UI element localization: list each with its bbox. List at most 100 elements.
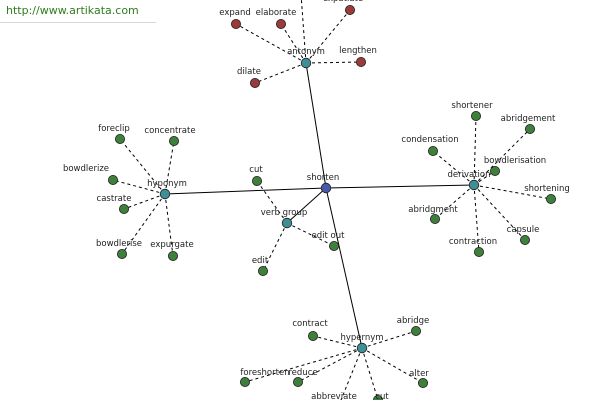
node-derivation-shortening[interactable]	[546, 193, 557, 204]
node-relation-verb-group[interactable]	[281, 217, 293, 229]
edge-hyponym-bowdlerise	[121, 193, 166, 255]
node-antonym-dilate[interactable]	[249, 78, 260, 89]
node-relation-derivation[interactable]	[468, 179, 480, 191]
label-hypernym-foreshorten: foreshorten	[240, 368, 289, 378]
label-antonym-expand: expand	[219, 8, 251, 18]
label-derivation-shortener: shortener	[451, 101, 493, 111]
edge-antonym-dilate	[254, 62, 307, 84]
edge-derivation-abridgement	[473, 128, 531, 186]
label-center: shorten	[307, 173, 339, 183]
label-derivation-condensation: condensation	[401, 135, 458, 145]
node-derivation-abridgment[interactable]	[429, 213, 440, 224]
node-hypernym-reduce[interactable]	[292, 376, 303, 387]
node-antonym-lengthen[interactable]	[355, 57, 366, 68]
label-derivation-abridgement: abridgement	[501, 114, 556, 124]
node-hyponym-foreclip[interactable]	[115, 133, 126, 144]
node-hypernym-foreshorten[interactable]	[239, 376, 250, 387]
node-derivation-contraction[interactable]	[473, 246, 484, 257]
edge-hypernym-contract	[312, 335, 363, 349]
label-hypernym-abridge: abridge	[397, 316, 429, 326]
label-layer: expandelaborateexpatiatelengthendilateam…	[63, 0, 570, 400]
label-antonym-expatiate: expatiate	[323, 0, 363, 4]
edge-hypernym-foreshorten	[244, 347, 363, 383]
node-hypernym-alter[interactable]	[417, 377, 428, 388]
edge-hypernym-reduce	[297, 347, 363, 383]
node-derivation-abridgement[interactable]	[525, 124, 536, 135]
label-antonym-elaborate: elaborate	[256, 8, 297, 18]
node-antonym-expand[interactable]	[230, 18, 241, 29]
label-relation-hyponym: hyponym	[147, 179, 187, 189]
edge-hyponym-expurgate	[164, 193, 174, 257]
edge-antonym-expand	[235, 23, 307, 64]
label-hypernym-alter: alter	[409, 369, 429, 379]
label-hypernym-reduce: reduce	[288, 368, 317, 378]
node-verb-group-cut[interactable]	[251, 175, 262, 186]
label-hyponym-expurgate: expurgate	[150, 240, 193, 250]
edge-hyponym	[164, 187, 327, 195]
label-relation-derivation: derivation	[447, 170, 490, 180]
label-hyponym-bowdlerize: bowdlerize	[63, 164, 109, 174]
label-verb-group-cut: cut	[249, 165, 263, 175]
edge-antonym-elaborate	[280, 23, 307, 64]
node-hyponym-concentrate[interactable]	[168, 135, 179, 146]
label-hyponym-foreclip: foreclip	[98, 124, 130, 134]
edge-verb-group	[286, 187, 327, 224]
node-derivation-condensation[interactable]	[427, 145, 438, 156]
node-verb-group-edit[interactable]	[257, 265, 268, 276]
label-derivation-contraction: contraction	[449, 237, 497, 247]
node-relation-hypernym[interactable]	[356, 342, 368, 354]
edge-hyponym-concentrate	[164, 140, 175, 195]
edge-derivation-contraction	[473, 184, 480, 253]
label-verb-group-edit: edit	[252, 256, 269, 266]
node-relation-hyponym[interactable]	[159, 188, 171, 200]
node-verb-group-edit-out[interactable]	[328, 240, 339, 251]
edge-verb-group-cut	[256, 180, 288, 224]
node-hyponym-castrate[interactable]	[119, 203, 130, 214]
edge-verb-group-edit	[262, 222, 288, 272]
node-derivation-bowdlerisation[interactable]	[489, 165, 500, 176]
node-relation-antonym[interactable]	[300, 57, 312, 69]
node-center[interactable]	[320, 182, 332, 194]
label-hypernym-cut: cut	[375, 392, 389, 400]
node-derivation-shortener[interactable]	[470, 111, 481, 122]
label-antonym-lengthen: lengthen	[339, 46, 377, 56]
label-derivation-shortening: shortening	[524, 184, 570, 194]
node-derivation-capsule[interactable]	[520, 234, 531, 245]
label-derivation-bowdlerisation: bowdlerisation	[484, 156, 546, 166]
edge-hyponym-bowdlerize	[112, 179, 166, 195]
node-antonym-expatiate[interactable]	[344, 5, 355, 15]
edge-derivation-condensation	[432, 150, 475, 186]
node-hypernym-contract[interactable]	[307, 330, 318, 341]
label-hypernym-abbreviate: abbreviate	[311, 392, 357, 400]
label-relation-antonym: antonym	[287, 47, 325, 57]
label-relation-hypernym: hypernym	[340, 333, 383, 343]
label-verb-group-edit-out: edit out	[312, 231, 346, 241]
edge-derivation-capsule	[473, 184, 526, 241]
edge-antonym	[305, 62, 327, 189]
node-hypernym-abridge[interactable]	[410, 325, 421, 336]
site-url-link[interactable]: http://www.artikata.com	[6, 4, 139, 17]
node-hyponym-expurgate[interactable]	[167, 250, 178, 261]
edge-derivation-bowdlerisation	[473, 170, 496, 186]
edge-antonym-lengthen	[305, 61, 362, 64]
label-relation-verb-group: verb group	[261, 208, 308, 218]
edge-derivation-abridgment	[434, 184, 475, 220]
edge-verb-group-edit-out	[286, 222, 335, 247]
label-hyponym-castrate: castrate	[97, 194, 132, 204]
label-hypernym-contract: contract	[292, 319, 328, 329]
label-hyponym-bowdlerise: bowdlerise	[96, 239, 142, 249]
site-banner: http://www.artikata.com	[0, 0, 156, 23]
label-antonym-dilate: dilate	[237, 67, 261, 77]
edge-layer	[112, 0, 552, 400]
edge-antonym-amplify	[300, 0, 307, 64]
edge-derivation-shortening	[473, 184, 552, 200]
edge-hyponym-castrate	[123, 193, 166, 210]
node-hyponym-bowdlerize[interactable]	[108, 174, 119, 185]
node-layer	[108, 5, 557, 400]
node-antonym-elaborate[interactable]	[275, 18, 286, 29]
edge-hypernym	[325, 187, 363, 349]
label-derivation-abridgment: abridgment	[408, 205, 458, 215]
label-derivation-capsule: capsule	[507, 225, 540, 235]
node-hyponym-bowdlerise[interactable]	[117, 248, 128, 259]
